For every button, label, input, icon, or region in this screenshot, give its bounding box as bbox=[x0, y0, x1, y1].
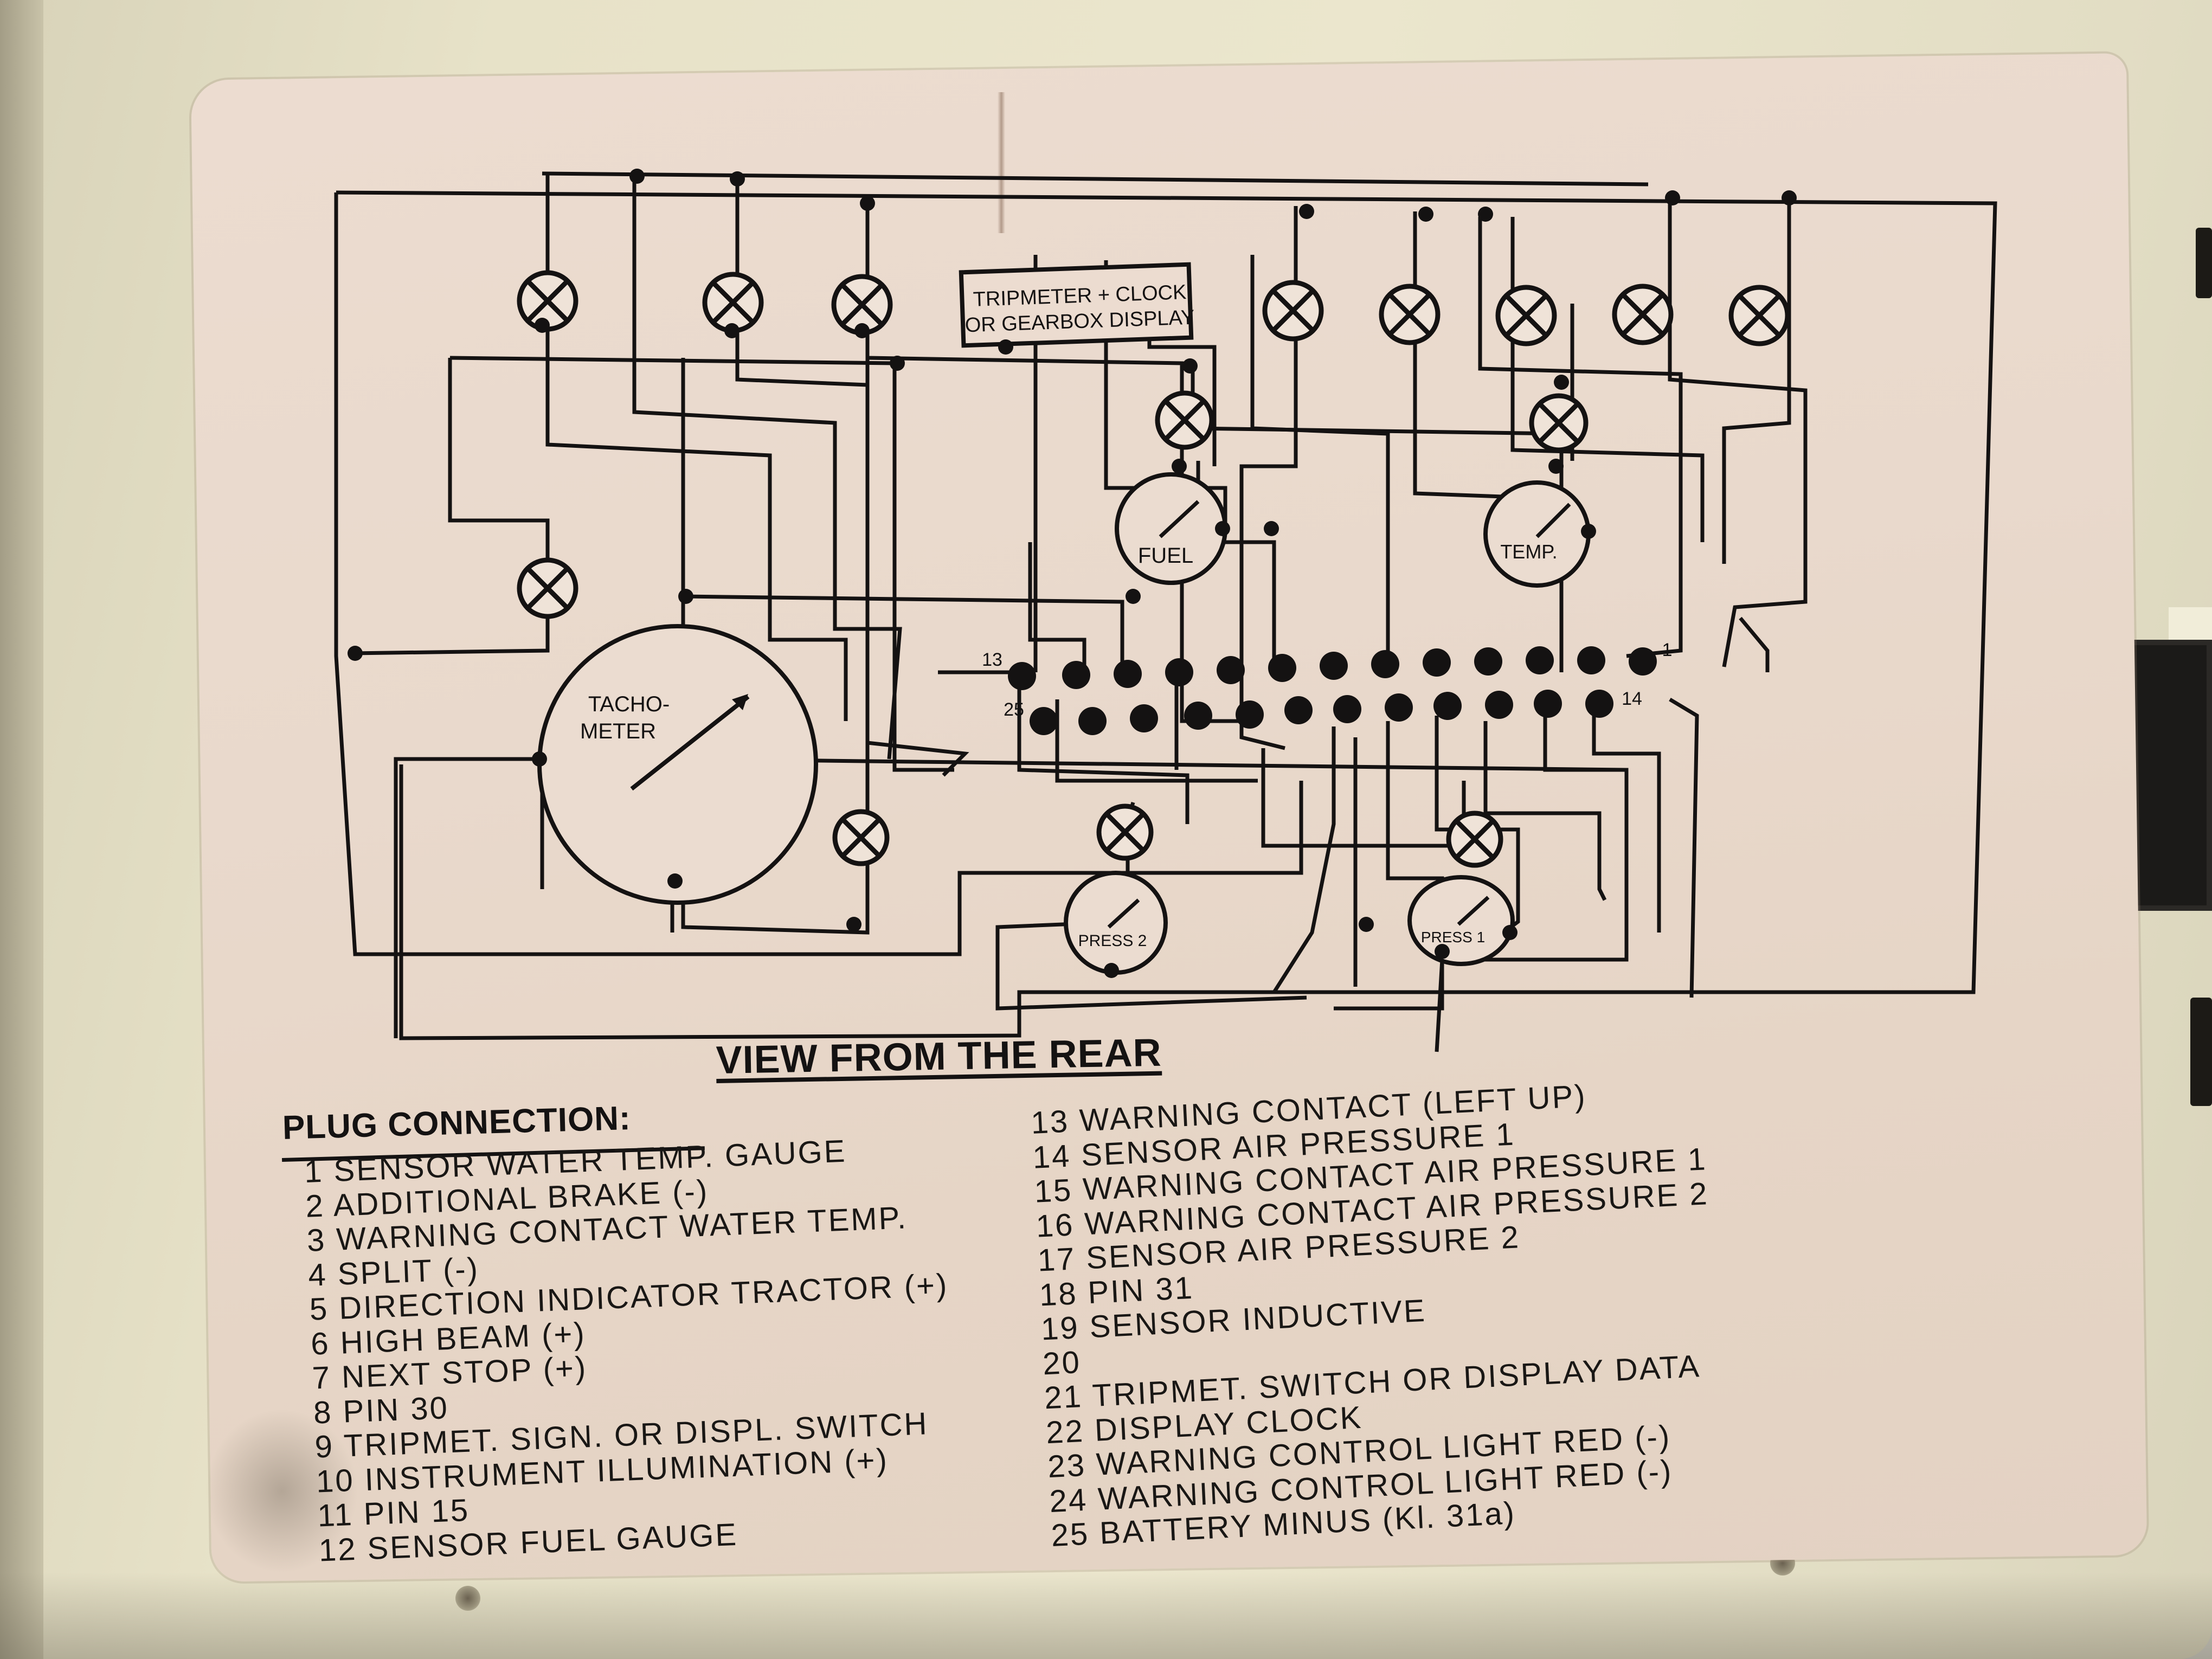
pin-22 bbox=[1184, 702, 1212, 730]
pin-9 bbox=[1217, 656, 1245, 684]
lamp-symbol bbox=[1446, 811, 1503, 868]
pin-label-13: 13 bbox=[982, 650, 1002, 670]
temp-gauge bbox=[1483, 480, 1591, 588]
lamp-symbol bbox=[1728, 285, 1790, 346]
pin-3 bbox=[1526, 646, 1554, 674]
housing-bottom-shadow bbox=[0, 1572, 2212, 1659]
press2-label: PRESS 2 bbox=[1078, 932, 1147, 950]
pin-label-25: 25 bbox=[1004, 699, 1024, 720]
lamp-symbol bbox=[832, 809, 890, 866]
pin-13 bbox=[1008, 662, 1036, 690]
tripmeter-box: TRIPMETER + CLOCK OR GEARBOX DISPLAY bbox=[959, 262, 1195, 348]
pin-label-14: 14 bbox=[1622, 689, 1642, 709]
pin-6 bbox=[1371, 650, 1399, 678]
pin-5 bbox=[1423, 648, 1451, 677]
plug-list-left: 1 SENSOR WATER TEMP. GAUGE 2 ADDITIONAL … bbox=[304, 1130, 958, 1568]
tachometer-needle bbox=[630, 695, 750, 791]
pin-19 bbox=[1333, 695, 1361, 723]
pin-25 bbox=[1030, 707, 1058, 735]
plug-pins: 13 25 1 14 bbox=[982, 640, 1672, 735]
lamp-symbol bbox=[1529, 393, 1589, 453]
fuel-label: FUEL bbox=[1138, 544, 1193, 568]
pin-4 bbox=[1474, 647, 1502, 676]
lamp-symbol bbox=[1379, 284, 1441, 345]
lamp-symbol bbox=[702, 272, 764, 333]
lamp-symbol bbox=[1495, 285, 1557, 346]
tachometer-gauge bbox=[537, 624, 818, 905]
lamp-symbol bbox=[1096, 803, 1154, 861]
fuel-needle bbox=[1159, 500, 1200, 538]
pin-16 bbox=[1485, 691, 1513, 719]
screw-hole bbox=[455, 1586, 480, 1611]
pin-24 bbox=[1078, 707, 1107, 735]
gauges: TACHO- METER FUEL TEMP. PRESS 2 PRESS 1 bbox=[537, 472, 1591, 975]
pin-label-1: 1 bbox=[1662, 640, 1673, 660]
pin-2 bbox=[1577, 646, 1605, 674]
vent-slot bbox=[2190, 998, 2212, 1106]
pin-15 bbox=[1534, 690, 1562, 718]
tripmeter-frame bbox=[959, 262, 1194, 348]
indicator-lamps bbox=[517, 270, 1790, 868]
tachometer-label-line2: METER bbox=[580, 719, 656, 743]
press1-label: PRESS 1 bbox=[1421, 929, 1485, 946]
pin-18 bbox=[1385, 693, 1413, 722]
pin-23 bbox=[1130, 704, 1158, 732]
lamp-symbol bbox=[1262, 280, 1324, 342]
pin-12 bbox=[1062, 661, 1090, 689]
lamp-symbol bbox=[1155, 390, 1214, 450]
pin-11 bbox=[1114, 660, 1142, 688]
vent-slot bbox=[2196, 228, 2212, 298]
pin-7 bbox=[1320, 652, 1348, 680]
tachometer-needle-tip bbox=[732, 694, 748, 710]
pin-17 bbox=[1433, 692, 1462, 720]
pin-1 bbox=[1629, 647, 1657, 676]
pin-21 bbox=[1236, 700, 1264, 729]
tachometer-label-line1: TACHO- bbox=[588, 692, 670, 716]
pin-10 bbox=[1165, 658, 1193, 686]
pin-8 bbox=[1268, 654, 1296, 682]
sticker-wear bbox=[206, 1410, 358, 1572]
plug-list-right: 13 WARNING CONTACT (LEFT UP) 14 SENSOR A… bbox=[1030, 1073, 1725, 1553]
temp-needle bbox=[1535, 503, 1571, 538]
lamp-symbol bbox=[1612, 284, 1674, 345]
press1-needle bbox=[1457, 896, 1490, 926]
housing-left-edge bbox=[0, 0, 43, 1659]
temp-label: TEMP. bbox=[1500, 541, 1557, 563]
diagram-caption: VIEW FROM THE REAR bbox=[716, 1031, 1162, 1082]
pin-20 bbox=[1284, 696, 1313, 724]
junction-nodes bbox=[348, 169, 1797, 978]
press2-needle bbox=[1107, 898, 1140, 929]
pin-14 bbox=[1585, 690, 1613, 718]
lamp-symbol bbox=[517, 557, 578, 619]
